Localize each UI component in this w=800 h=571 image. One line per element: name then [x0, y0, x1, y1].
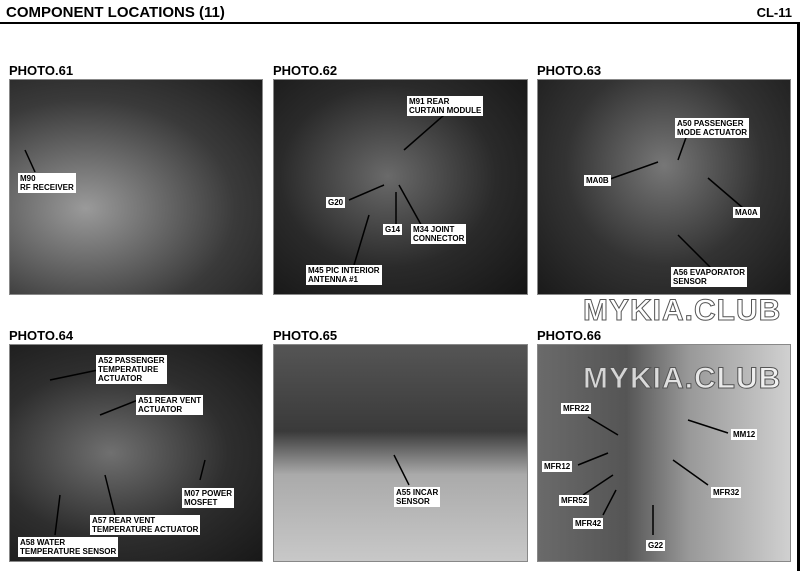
photo-61: M90 RF RECEIVER — [9, 79, 263, 295]
arrow-layer — [49, 369, 206, 536]
photo-63: A50 PASSENGER MODE ACTUATOR MA0B MA0A A5… — [537, 79, 791, 295]
arrow-layer — [577, 416, 729, 535]
photo-65-title: PHOTO.65 — [273, 328, 338, 343]
photo-63-title: PHOTO.63 — [537, 63, 602, 78]
label-a58: A58 WATER TEMPERATURE SENSOR — [18, 537, 119, 557]
label-m07: M07 POWER MOSFET — [182, 488, 235, 508]
label-m45: M45 PIC INTERIOR ANTENNA #1 — [306, 265, 382, 285]
arrow-layer — [609, 131, 744, 271]
label-a55: A55 INCAR SENSOR — [394, 487, 441, 507]
watermark: MYKIA.CLUB — [582, 362, 782, 395]
label-m34: M34 JOINT CONNECTOR — [411, 224, 467, 244]
label-mfr22: MFR22 — [561, 403, 592, 414]
label-m91: M91 REAR CURTAIN MODULE — [407, 96, 484, 116]
label-mfr32: MFR32 — [711, 487, 742, 498]
label-g22: G22 — [646, 540, 666, 551]
photo-66-title: PHOTO.66 — [537, 328, 602, 343]
photo-62-title: PHOTO.62 — [273, 63, 338, 78]
label-ma0a: MA0A — [733, 207, 760, 218]
label-a50: A50 PASSENGER MODE ACTUATOR — [675, 118, 750, 138]
label-mfr52: MFR52 — [559, 495, 590, 506]
photo-64-title: PHOTO.64 — [9, 328, 74, 343]
photo-62: M91 REAR CURTAIN MODULE G20 G14 M34 JOIN… — [273, 79, 528, 295]
photo-61-title: PHOTO.61 — [9, 63, 74, 78]
label-mm12: MM12 — [731, 429, 758, 440]
page-code: CL-11 — [756, 5, 792, 20]
arrow-layer — [393, 454, 410, 486]
label-a57: A57 REAR VENT TEMPERATURE ACTUATOR — [90, 515, 201, 535]
side-rule — [797, 24, 800, 571]
label-g14: G14 — [383, 224, 403, 235]
arrow-layer — [24, 149, 36, 173]
arrow-layer — [348, 114, 445, 266]
label-ma0b: MA0B — [584, 175, 611, 186]
photo-66: MFR22 MM12 MFR12 MFR32 MFR52 MFR42 G22 — [537, 344, 791, 562]
page-title: COMPONENT LOCATIONS (11) — [6, 4, 225, 21]
photo-65: A55 INCAR SENSOR — [273, 344, 528, 562]
label-mfr42: MFR42 — [573, 518, 604, 529]
photo-64: A52 PASSENGER TEMPERATURE ACTUATOR A51 R… — [9, 344, 263, 562]
label-a51: A51 REAR VENT ACTUATOR — [136, 395, 204, 415]
watermark: MYKIA.CLUB — [582, 294, 782, 327]
label-a56: A56 EVAPORATOR SENSOR — [671, 267, 748, 287]
label-m90: M90 RF RECEIVER — [18, 173, 76, 193]
label-mfr12: MFR12 — [542, 461, 573, 472]
label-g20: G20 — [326, 197, 346, 208]
page-header: COMPONENT LOCATIONS (11) CL-11 — [0, 0, 800, 24]
label-a52: A52 PASSENGER TEMPERATURE ACTUATOR — [96, 355, 167, 384]
